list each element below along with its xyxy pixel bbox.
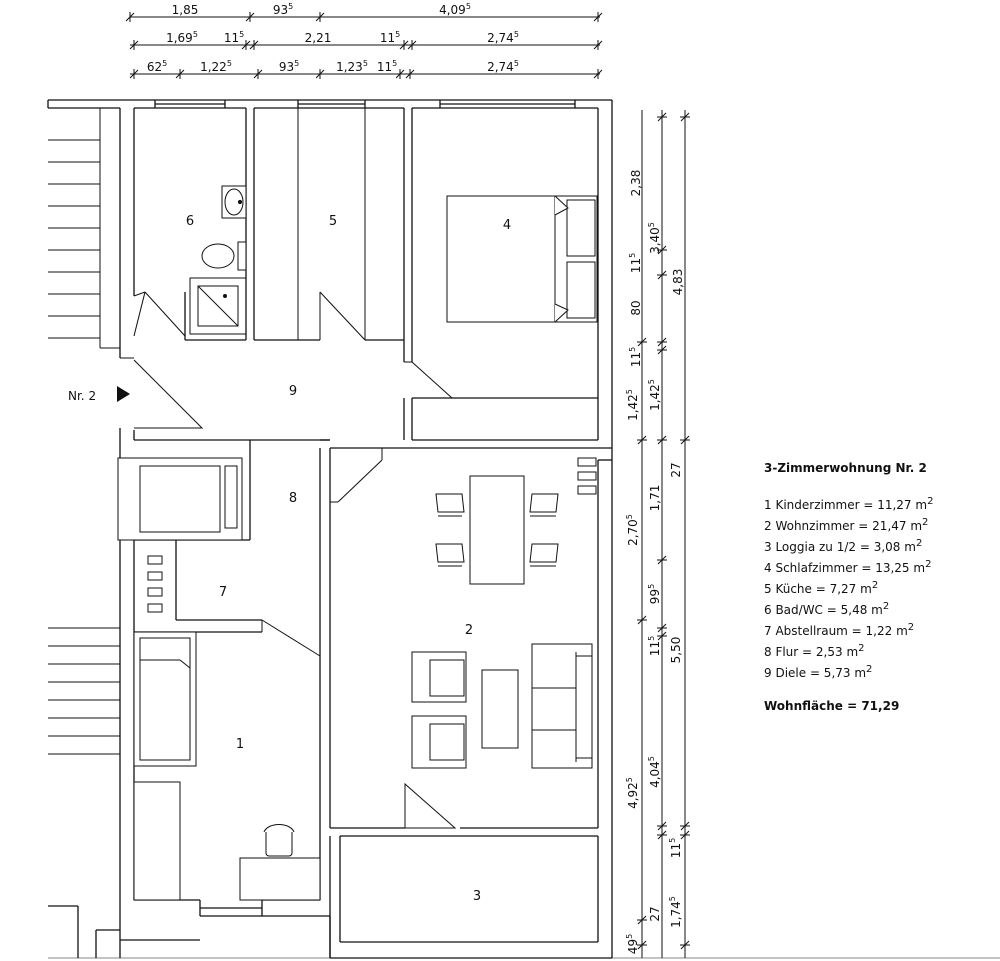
entrance-arrow-icon [117, 386, 130, 402]
room-label-8: 8 [289, 491, 297, 506]
area-legend: 3-Zimmerwohnung Nr. 2 1 Kinderzimmer = 1… [764, 460, 994, 715]
dim-top-1-2: 935 [273, 2, 293, 17]
dim-right-2-10: 27 [648, 906, 662, 921]
room-labels: 1 2 3 4 5 6 7 8 9 Nr. 2 [68, 214, 511, 904]
armchair-icon [411, 651, 467, 769]
dim-right-1-3: 4,925 [625, 777, 640, 809]
dim-right-2-4: 115 [628, 347, 643, 367]
room-label-3: 3 [473, 889, 481, 904]
top-dimensions [125, 12, 603, 79]
dim-top-3-3: 935 [279, 59, 299, 74]
left-railing-top [48, 108, 120, 349]
dim-right-2-6: 1,71 [648, 485, 662, 512]
right-dimension-labels: 1,425 2,705 4,925 495 2,38 115 80 115 1,… [625, 170, 685, 955]
dim-top-3-5: 115 [377, 59, 397, 74]
radiator-icon [577, 457, 597, 495]
chair-icon [529, 543, 559, 563]
right-dimensions [637, 110, 690, 958]
desk-chair-icon [263, 824, 295, 857]
dim-top-2-2: 115 [224, 30, 244, 45]
legend-item: 8 Flur = 2,53 m2 [764, 643, 865, 659]
dim-right-4-1: 4,83 [671, 269, 685, 296]
chair-icon [435, 493, 465, 513]
dim-right-3-1: 3,405 [647, 222, 662, 254]
dim-right-3-2: 27 [669, 462, 683, 477]
dim-top-3-2: 1,225 [200, 59, 232, 74]
room-label-1: 1 [236, 737, 244, 752]
desk-icon [133, 781, 321, 901]
dim-right-1-1: 1,425 [625, 389, 640, 421]
storage-shelf-icon [147, 555, 163, 613]
legend-title: 3-Zimmerwohnung Nr. 2 [764, 461, 927, 475]
room-label-4: 4 [503, 218, 511, 233]
dim-right-3-4: 115 [668, 838, 683, 858]
chair-icon [529, 493, 559, 513]
dim-right-2-7: 995 [647, 584, 662, 604]
toilet-icon [201, 241, 247, 271]
entrance-label: Nr. 2 [68, 389, 96, 403]
dim-top-1-3: 4,095 [439, 2, 471, 17]
legend-item: 4 Schlafzimmer = 13,25 m2 [764, 559, 932, 575]
dim-right-2-8: 115 [647, 636, 662, 656]
legend-item: 9 Diele = 5,73 m2 [764, 664, 873, 680]
dim-right-2-3: 80 [629, 300, 643, 315]
dim-top-2-4: 115 [380, 30, 400, 45]
door-swings [120, 291, 457, 829]
room-label-7: 7 [219, 585, 227, 600]
dim-right-2-2: 115 [628, 253, 643, 273]
dining-table-icon [469, 475, 525, 585]
legend-total: Wohnfläche = 71,29 [764, 699, 900, 713]
room-label-2: 2 [465, 623, 473, 638]
dining-chairs [435, 493, 559, 567]
left-railing-bottom [48, 627, 120, 755]
legend-item: 7 Abstellraum = 1,22 m2 [764, 622, 915, 638]
legend-item: 1 Kinderzimmer = 11,27 m2 [764, 496, 934, 512]
washbasin-icon [221, 185, 247, 219]
legend-item: 5 Küche = 7,27 m2 [764, 580, 879, 596]
dim-top-3-1: 625 [147, 59, 167, 74]
dim-right-1-4: 495 [625, 934, 640, 954]
coffee-table-icon [481, 669, 519, 749]
shower-icon [189, 277, 247, 335]
wardrobe-icon [117, 457, 243, 541]
dim-right-2-1: 2,38 [629, 170, 643, 197]
kitchen-counters [297, 108, 366, 340]
room-label-9: 9 [289, 384, 297, 399]
dim-top-3-6: 2,745 [487, 59, 519, 74]
dim-top-1-1: 1,85 [172, 3, 199, 17]
top-dimension-labels: 1,85 935 4,095 1,695 115 2,21 115 2,745 … [147, 2, 519, 74]
walls [47, 99, 1000, 959]
dim-right-1-2: 2,705 [625, 514, 640, 546]
room-label-6: 6 [186, 214, 194, 229]
dim-top-2-5: 2,745 [487, 30, 519, 45]
legend-item: 3 Loggia zu 1/2 = 3,08 m2 [764, 538, 923, 554]
dim-right-3-3: 5,50 [669, 637, 683, 664]
room-label-5: 5 [329, 214, 337, 229]
dim-right-2-9: 4,045 [647, 756, 662, 788]
chair-icon [435, 543, 465, 563]
dim-top-2-1: 1,695 [166, 30, 198, 45]
dim-top-3-4: 1,235 [336, 59, 368, 74]
dim-right-2-5: 1,425 [647, 379, 662, 411]
sofa-icon [531, 643, 593, 769]
legend-item: 2 Wohnzimmer = 21,47 m2 [764, 517, 929, 533]
single-bed-icon [133, 631, 197, 767]
dim-right-3-5: 1,745 [668, 896, 683, 928]
legend-item: 6 Bad/WC = 5,48 m2 [764, 601, 890, 617]
double-bed-icon [446, 195, 598, 323]
dim-top-2-3: 2,21 [305, 31, 332, 45]
